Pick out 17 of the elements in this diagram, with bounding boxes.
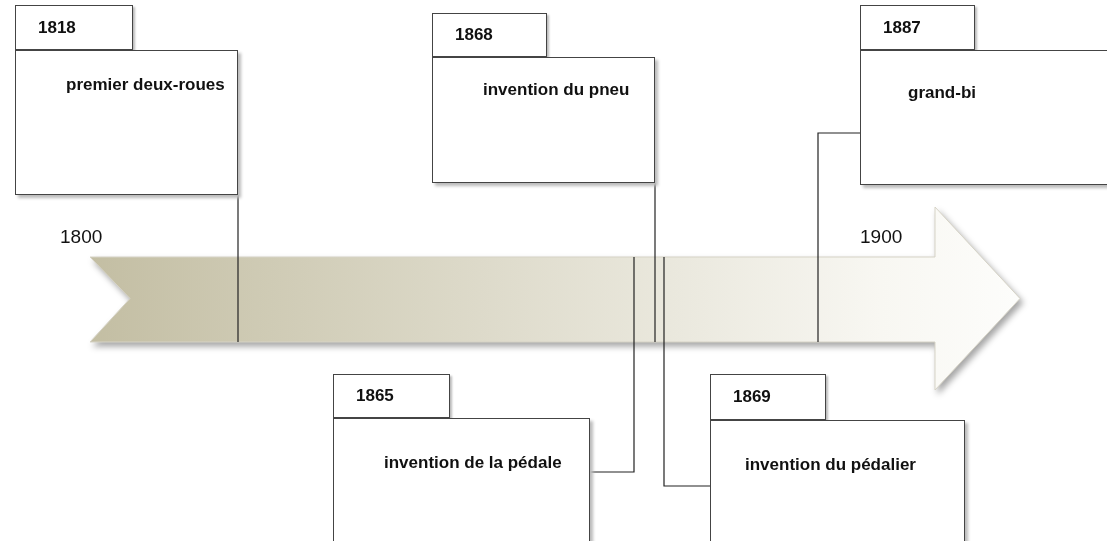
event-description: invention de la pédale bbox=[384, 452, 563, 474]
event-description: premier deux-roues bbox=[66, 74, 225, 96]
leader-line bbox=[654, 182, 656, 343]
year-tab: 1865 bbox=[333, 374, 450, 418]
leader-line bbox=[589, 256, 635, 473]
year-tab: 1887 bbox=[860, 5, 975, 50]
year-label: 1800 bbox=[60, 226, 103, 248]
year-tab: 1869 bbox=[710, 374, 826, 420]
year-tab: 1868 bbox=[432, 13, 547, 57]
leader-line bbox=[663, 256, 711, 487]
year-label: 1900 bbox=[860, 226, 903, 248]
leader-line bbox=[237, 194, 239, 343]
event-description: invention du pédalier bbox=[745, 454, 917, 476]
leader-line bbox=[817, 132, 861, 343]
event-description: grand-bi bbox=[908, 82, 977, 104]
year-tab: 1818 bbox=[15, 5, 133, 50]
event-description: invention du pneu bbox=[483, 79, 631, 101]
